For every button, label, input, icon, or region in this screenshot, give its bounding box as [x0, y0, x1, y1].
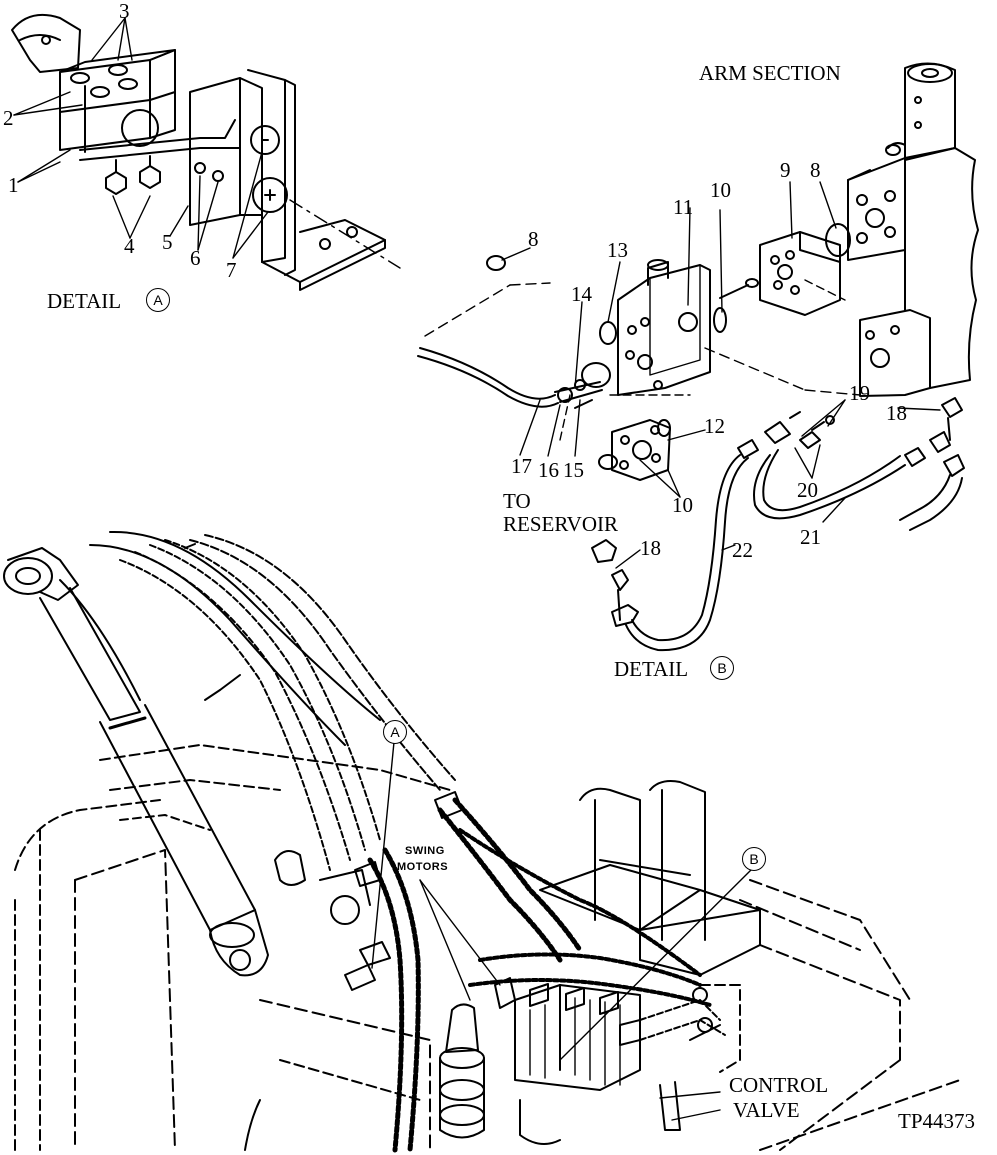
callout-13: 13 [607, 238, 628, 262]
detail-b-title: DETAIL [614, 657, 689, 681]
callout-2: 2 [3, 106, 14, 130]
detail-a-marker: A [146, 288, 170, 312]
callout-8-left: 8 [528, 227, 539, 251]
callout-1: 1 [8, 173, 19, 197]
callout-3: 3 [119, 0, 130, 23]
callout-7: 7 [226, 258, 237, 282]
callout-6: 6 [190, 246, 201, 270]
callout-19: 19 [849, 381, 870, 405]
callout-21: 21 [800, 525, 821, 549]
callout-14: 14 [571, 282, 592, 306]
callout-20: 20 [797, 478, 818, 502]
detail-b-drawing [417, 62, 979, 652]
callout-18-right: 18 [886, 401, 907, 425]
callout-11: 11 [673, 195, 694, 219]
callout-16: 16 [538, 458, 559, 482]
control-valve-label-1: CONTROL [729, 1073, 829, 1097]
main-marker-a: A [383, 720, 407, 744]
main-marker-b: B [742, 847, 766, 871]
detail-b-marker: B [710, 656, 734, 680]
callout-4: 4 [124, 234, 135, 258]
arm-section-label: ARM SECTION [699, 61, 841, 85]
detail-a-drawing [11, 14, 401, 291]
reservoir-label-to: TO [503, 489, 531, 513]
callout-10-bottom: 10 [672, 493, 693, 517]
swing-motors-label-1: SWING [405, 845, 445, 857]
callout-5: 5 [162, 230, 173, 254]
callout-8-right: 8 [810, 158, 821, 182]
callout-12: 12 [704, 414, 725, 438]
callout-22: 22 [732, 538, 753, 562]
figure-id: TP44373 [898, 1109, 976, 1133]
callout-15: 15 [563, 458, 584, 482]
main-view-drawing [3, 530, 961, 1153]
control-valve-label-2: VALVE [733, 1098, 800, 1122]
callout-17: 17 [511, 454, 532, 478]
swing-motors-label-2: MOTORS [397, 861, 449, 873]
detail-a-title: DETAIL [47, 289, 122, 313]
callout-18-left: 18 [640, 536, 661, 560]
callout-10-top: 10 [710, 178, 731, 202]
callout-9: 9 [780, 158, 791, 182]
reservoir-label: RESERVOIR [503, 512, 618, 536]
